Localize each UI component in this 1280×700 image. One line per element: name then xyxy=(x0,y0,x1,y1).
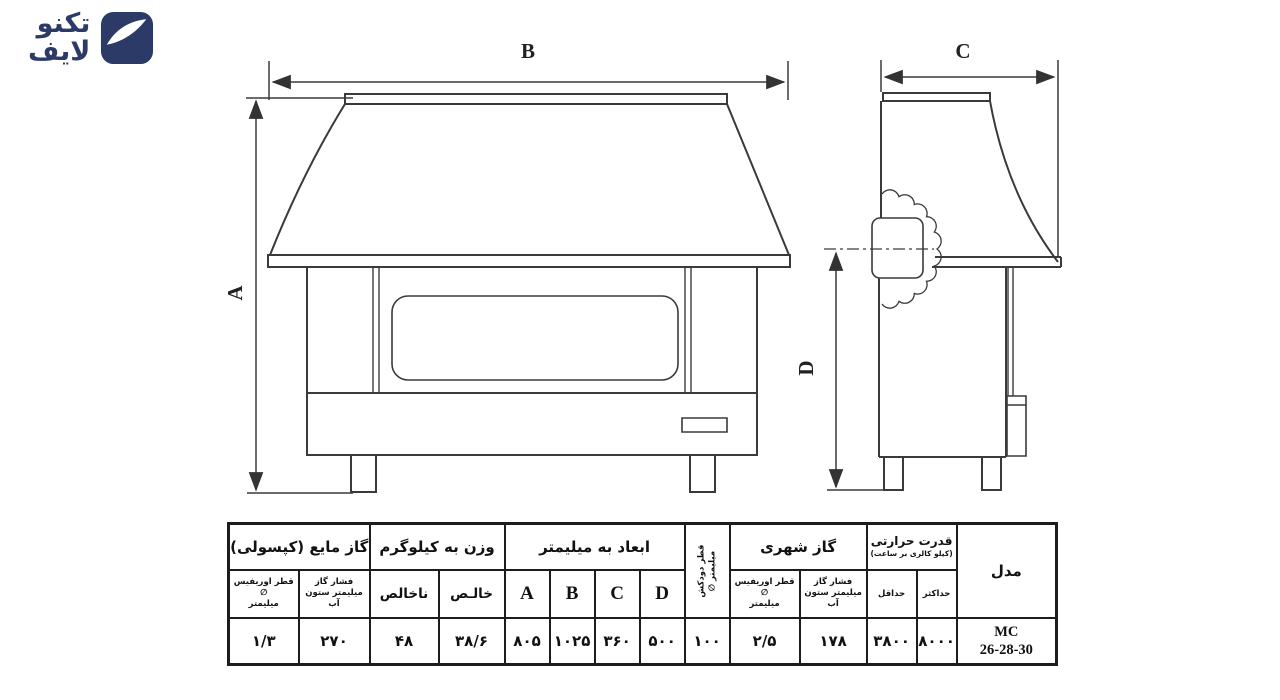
front-control-plate xyxy=(682,418,727,432)
dim-col-d: D xyxy=(638,568,686,620)
spec-table: مدل قدرت حرارتی (کیلو کالری بر ساعت) گاز… xyxy=(227,522,1059,666)
logo-word-1: تکنو xyxy=(36,8,91,39)
chimney-value: ۱۰۰ xyxy=(683,617,731,665)
logo-swoosh xyxy=(107,18,147,45)
flue-breakout xyxy=(824,190,941,308)
col-dimensions-header: ابعاد به میلیمتر xyxy=(503,522,686,571)
table-group-header-row: مدل قدرت حرارتی (کیلو کالری بر ساعت) گاز… xyxy=(227,522,1058,619)
dim-a-value: ۸۰۵ xyxy=(503,617,551,665)
col-chimney-header: قطر دودکش میلیمتر ∅ xyxy=(683,522,731,619)
technolife-logo: تکنو لایف xyxy=(28,10,154,65)
col-lpg-header: گاز مایع (کپسولی) xyxy=(227,522,371,571)
table-sub-header-row: حداکثر حداقل فشار گاز میلیمتر ستون آب قط… xyxy=(227,568,1057,620)
chimney-header-rotated: قطر دودکش میلیمتر ∅ xyxy=(696,544,718,598)
dim-label-d: D xyxy=(794,360,818,375)
front-left-foot xyxy=(351,455,376,492)
city-gas-orifice-value: ۲/۵ xyxy=(728,617,801,665)
weight-gross-label: ناخالص xyxy=(368,568,440,620)
gas-pipe xyxy=(1008,268,1013,396)
front-right-foot xyxy=(690,455,715,492)
lpg-pressure-label: فشار گاز میلیمتر ستون آب xyxy=(297,568,371,620)
front-window xyxy=(392,296,678,380)
dim-b xyxy=(269,61,788,100)
lpg-pressure-value: ۲۷۰ xyxy=(297,617,371,665)
side-right-foot xyxy=(982,457,1001,490)
dim-label-b: B xyxy=(521,39,535,63)
dim-col-c: C xyxy=(593,568,641,620)
dim-d xyxy=(827,251,894,490)
thermal-header-title: قدرت حرارتی xyxy=(870,534,953,549)
gas-valve-box xyxy=(1007,396,1026,456)
col-weight-header: وزن به کیلوگرم xyxy=(368,522,506,571)
thermal-max-value: ۸۰۰۰ xyxy=(915,617,958,665)
breakout-scallop xyxy=(882,190,941,308)
dim-label-a: A xyxy=(223,285,247,301)
front-hood-left-curve xyxy=(270,104,345,255)
thermal-header-subtitle: (کیلو کالری بر ساعت) xyxy=(870,549,953,559)
thermal-max-label: حداکثر xyxy=(915,568,958,620)
city-gas-pressure-value: ۱۷۸ xyxy=(798,617,868,665)
dim-a xyxy=(246,98,353,493)
side-left-foot xyxy=(884,457,903,490)
front-hood-base-band xyxy=(268,255,790,267)
weight-net-value: ۳۸/۶ xyxy=(437,617,506,665)
front-body xyxy=(307,267,757,492)
front-hood xyxy=(268,94,790,267)
heater-technical-drawing: B C A D xyxy=(223,39,1100,510)
thermal-min-label: حداقل xyxy=(865,568,918,620)
front-hood-right-curve xyxy=(727,104,789,255)
col-city-gas-header: گاز شهری xyxy=(728,522,868,571)
table-values-row: MC 26-28-30 ۸۰۰۰ ۳۸۰۰ ۱۷۸ ۲/۵ ۱۰۰ ۵۰۰ ۳۶… xyxy=(227,617,1058,665)
lpg-orifice-value: ۱/۳ xyxy=(227,617,300,665)
dim-c-value: ۳۶۰ xyxy=(593,617,641,665)
side-hood-curve xyxy=(990,101,1058,262)
dim-d-value: ۵۰۰ xyxy=(638,617,686,665)
dim-col-b: B xyxy=(548,568,596,620)
weight-gross-value: ۴۸ xyxy=(368,617,440,665)
model-value: MC 26-28-30 xyxy=(955,617,1058,665)
front-view xyxy=(246,61,790,493)
city-gas-pressure-label: فشار گاز میلیمتر ستون آب xyxy=(798,568,868,620)
side-body xyxy=(879,268,1026,490)
thermal-min-value: ۳۸۰۰ xyxy=(865,617,918,665)
dim-col-a: A xyxy=(503,568,551,620)
dim-label-c: C xyxy=(955,39,970,63)
dim-b-value: ۱۰۲۵ xyxy=(548,617,596,665)
front-side-panel-lines xyxy=(373,267,691,393)
col-model-header: مدل xyxy=(955,522,1058,619)
logo-word-2: لایف xyxy=(28,35,91,67)
city-gas-orifice-label: قطر اوریفیس ∅ میلیمتر xyxy=(728,568,801,620)
weight-net-label: خالـص xyxy=(437,568,506,620)
dim-c xyxy=(881,60,1058,258)
technolife-logo-text: تکنو لایف xyxy=(28,10,90,65)
technolife-logo-icon xyxy=(101,11,154,64)
side-hood xyxy=(881,93,1061,267)
lpg-orifice-label: قطر اوریفیس ∅ میلیمتر xyxy=(227,568,300,620)
side-view xyxy=(824,60,1061,490)
col-thermal-header: قدرت حرارتی (کیلو کالری بر ساعت) xyxy=(865,522,958,571)
flue-outlet xyxy=(872,218,923,278)
